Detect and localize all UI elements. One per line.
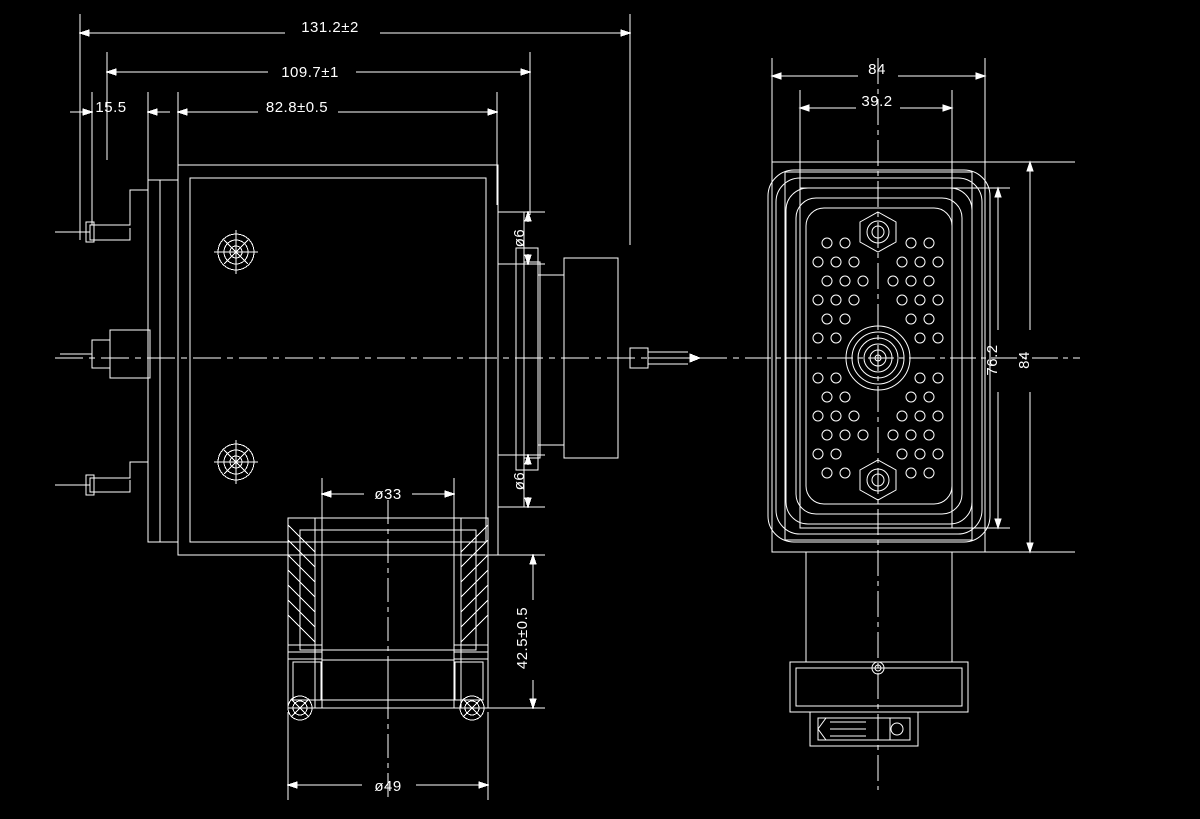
bolt-head-lower (214, 440, 258, 484)
dim-425: 42.5±0.5 (514, 607, 531, 669)
dim-49: ø49 (374, 778, 401, 795)
dim-392: 39.2 (861, 93, 892, 110)
bottom-connector (287, 500, 489, 800)
dim-84-right: 84 (1016, 351, 1033, 369)
connector-shell-2 (775, 177, 983, 535)
dim-15: 15.5 (95, 99, 126, 116)
dim-131: 131.2±2 (301, 19, 359, 36)
connector-shell-3 (785, 187, 973, 525)
screw-left (287, 695, 313, 721)
front-bottom-cylinder (789, 551, 969, 747)
hex-bolt-top (859, 211, 897, 253)
connector-shell-5 (805, 207, 953, 505)
dimension-lines-top (70, 14, 632, 245)
bolt-head-upper (214, 230, 258, 274)
dim-109: 109.7±1 (281, 64, 339, 81)
motor-body-outline (55, 164, 499, 556)
front-dimension-lines (770, 58, 1075, 554)
dim-82: 82.8±0.5 (266, 99, 328, 116)
dim-762: 76.2 (984, 344, 1001, 375)
dimension-lines-bottom (286, 210, 545, 800)
side-view-group (55, 14, 740, 800)
pin-array (812, 237, 944, 479)
center-hub (845, 325, 911, 391)
dim-6-bot: ø6 (511, 472, 528, 491)
front-view-group (745, 58, 1080, 790)
dim-33: ø33 (374, 486, 401, 503)
screw-right (459, 695, 485, 721)
connector-shell-1 (767, 169, 991, 543)
connector-shell-4 (795, 197, 963, 515)
dim-84-top: 84 (868, 61, 886, 78)
dimension-text-group: 131.2±2 109.7±1 15.5 82.8±0.5 ø33 ø49 42… (95, 19, 1033, 795)
dim-6-top: ø6 (511, 229, 528, 248)
hex-bolt-bottom (859, 459, 897, 501)
